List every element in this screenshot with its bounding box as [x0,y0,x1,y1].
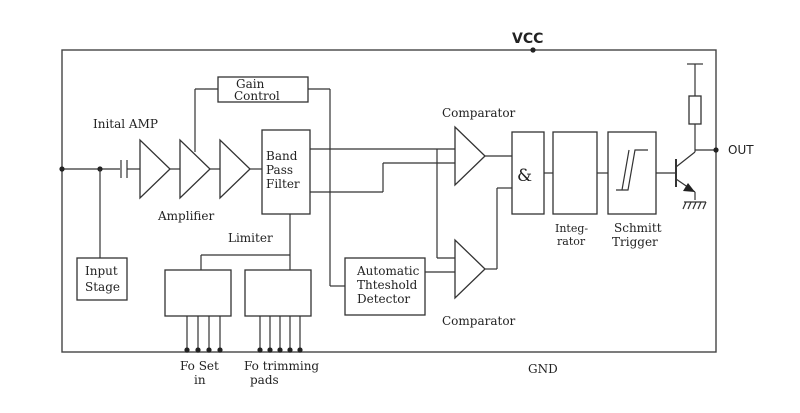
pull-up-resistor [687,63,703,125]
input-stage-label-line1: Input [85,264,118,278]
comparator-bottom-triangle [454,238,486,300]
schmitt-label-line2: Trigger [612,235,658,249]
fo-trimming-box [244,269,312,317]
comparator-bottom-label: Comparator [442,314,516,328]
comparator-top-triangle [454,125,486,187]
initial-amp-label: Inital AMP [93,117,158,131]
comparator-output-wiring [485,155,512,270]
output-wiring [695,147,719,153]
limiter-feedback-wiring [200,214,291,270]
gain-control-label-line1: Gain [236,77,265,91]
fo-trimming-pins [257,316,303,353]
input-stage-label-line2: Stage [85,280,120,294]
output-transistor [675,124,696,200]
fo-set-label-line2: in [194,373,206,387]
amplifier-triangle [179,138,211,200]
auto-threshold-detector-box [344,257,426,316]
fo-set-pins [184,316,223,353]
gnd-label: GND [528,362,558,376]
input-stage-box [76,257,128,301]
out-label: OUT [728,143,754,157]
initial-amp-triangle [139,138,171,200]
fo-trimming-label-line2: pads [250,373,279,387]
vcc-label: VCC [512,31,543,47]
ground-icon [682,201,707,210]
amplifier-label: Amplifier [157,209,215,223]
limiter-triangle [219,138,251,200]
gain-control-wiring [194,88,345,287]
and-gate-label: & [517,166,532,186]
chip-outline [61,49,717,353]
coupling-capacitor [120,160,140,178]
schmitt-label-line1: Schmitt [614,221,662,235]
bpf-output-wiring [310,148,455,273]
atd-label-line3: Detector [357,292,410,306]
integrator-box [552,131,598,215]
comparator-top-label: Comparator [442,106,516,120]
vcc-node [530,47,536,53]
integrator-label-line2: rator [557,235,586,248]
atd-label-line2: Thteshold [357,278,418,292]
band-pass-filter-box [261,129,311,215]
and-gate-box [511,131,545,215]
fo-trimming-label-line1: Fo trimming [244,359,319,373]
input-wiring [59,166,120,258]
fo-set-box [164,269,232,317]
atd-label-line1: Automatic [356,264,420,278]
limiter-label: Limiter [228,231,273,245]
band-pass-label-line3: Filter [266,177,300,191]
hysteresis-symbol [616,149,648,191]
band-pass-label-line2: Pass [266,163,293,177]
schmitt-trigger-box [607,131,657,215]
integrator-label-line1: Integ- [555,222,588,235]
gain-control-label-line2: Control [234,89,280,103]
band-pass-label-line1: Band [266,149,298,163]
fo-set-label-line1: Fo Set [180,359,219,373]
